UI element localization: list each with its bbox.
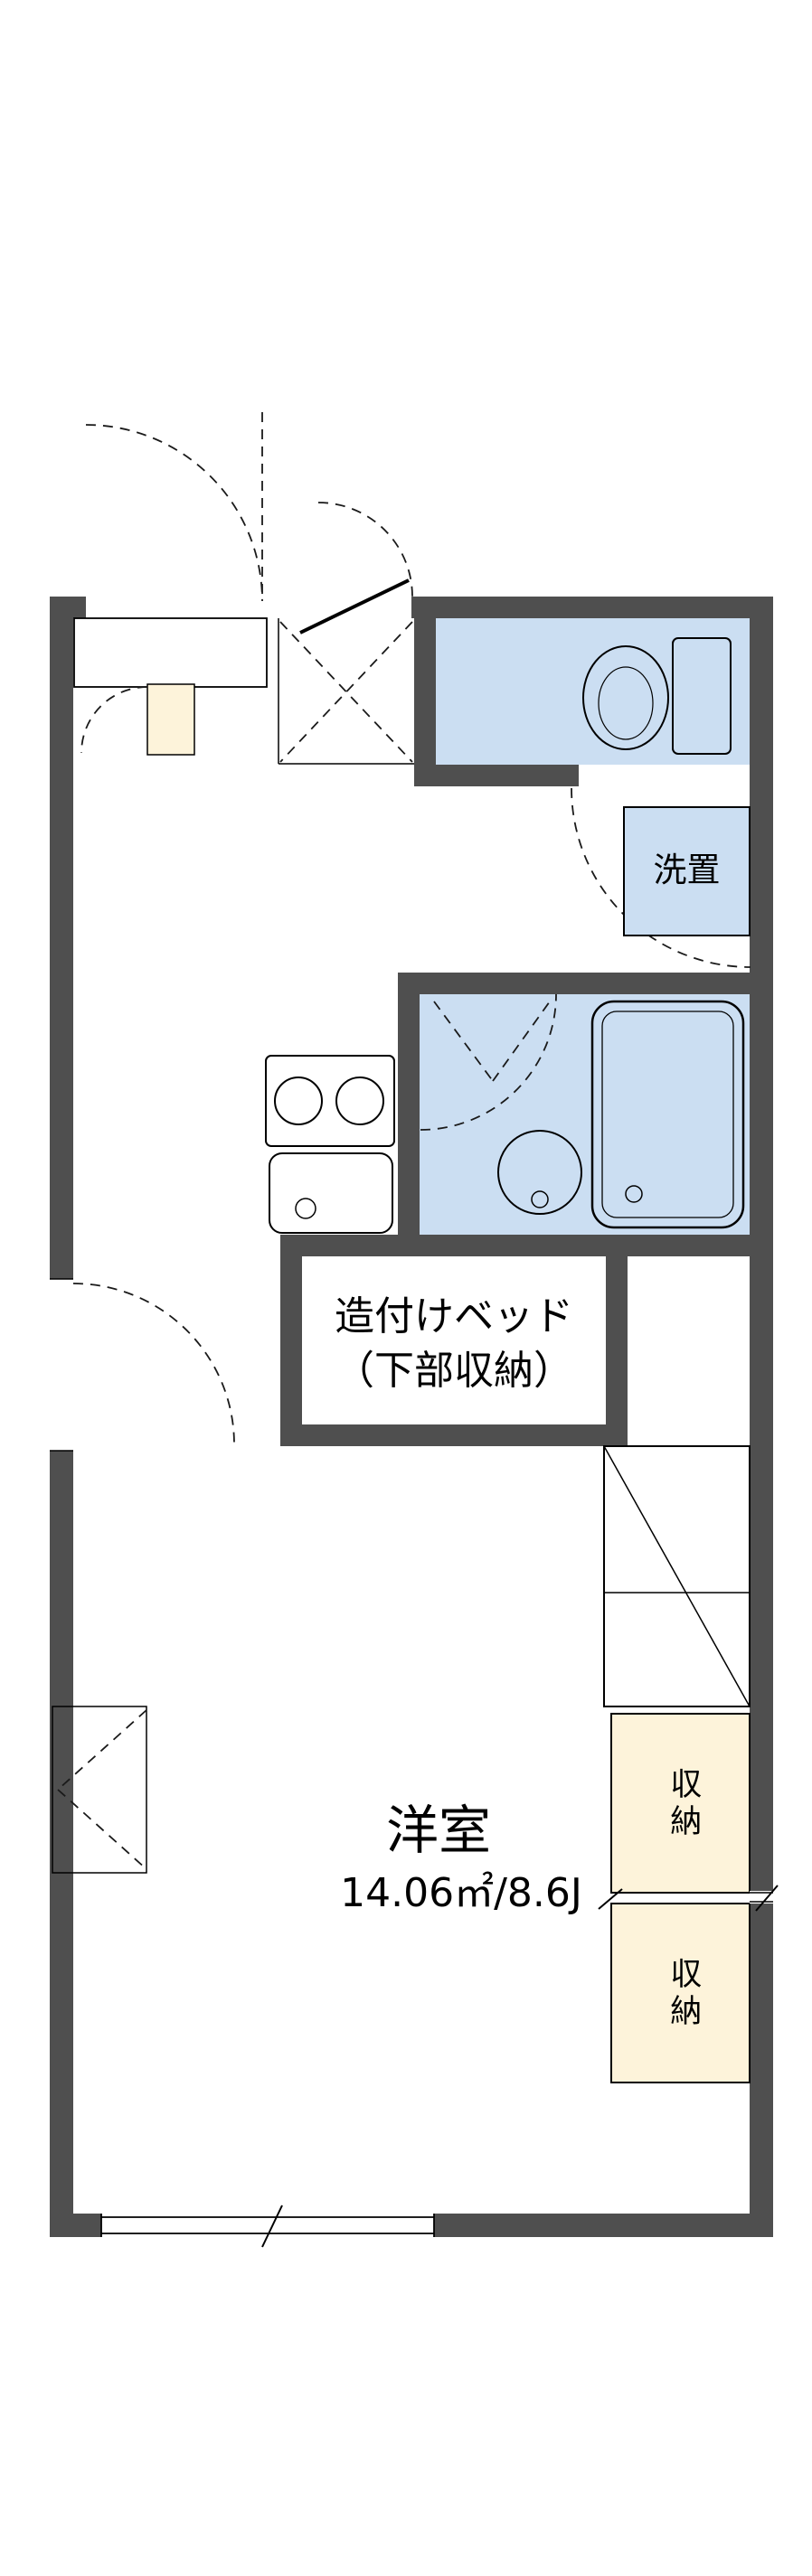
stove-burner-right xyxy=(335,1076,384,1125)
entrance-cross-mark-icon xyxy=(279,621,413,763)
entry-toilet-divider-wall xyxy=(414,597,436,786)
entrance-cross-mark-icon xyxy=(279,621,413,763)
refrigerator-space-diagonal xyxy=(603,1445,751,1707)
wash-basin-icon xyxy=(497,1130,582,1215)
closets xyxy=(598,1713,779,2083)
equipment-box-dashed-arrow xyxy=(57,1789,147,1870)
equipment-box xyxy=(52,1706,147,1874)
bathtub-inner xyxy=(601,1011,734,1218)
toilet-bowl-inner xyxy=(598,666,654,740)
bathroom-left-wall xyxy=(398,994,420,1256)
top-wall-main xyxy=(411,597,773,618)
wash-basin-drain xyxy=(531,1190,549,1208)
bed-room-bottom-wall xyxy=(280,1424,628,1446)
refrigerator-space-icon xyxy=(603,1445,751,1707)
bathtub-icon xyxy=(590,1000,745,1229)
bathtub-drain xyxy=(625,1185,643,1203)
right-wall xyxy=(750,597,773,2237)
door-swing-arc-icon xyxy=(80,686,148,754)
left-wall-upper xyxy=(50,597,73,1279)
door-swing-arc-icon xyxy=(85,424,263,602)
sink-drain xyxy=(295,1198,316,1219)
top-wall-left-stub xyxy=(50,597,86,618)
refrigerator-space xyxy=(603,1445,751,1707)
toilet-room xyxy=(436,618,751,968)
built-in-bed-label-line2: （下部収納） xyxy=(335,1348,573,1394)
bed-room-top-wall xyxy=(280,1235,773,1256)
walls xyxy=(50,597,773,2237)
equipment-box-dashed-arrow xyxy=(57,1709,147,1791)
toilet-icon xyxy=(582,645,669,750)
laundry-space xyxy=(623,806,751,936)
bathroom xyxy=(420,993,750,1235)
room-name-label: 洋室 xyxy=(385,1800,491,1861)
door-swing-arc-icon xyxy=(317,502,413,597)
built-in-bed-label-line1: 造付けベッド xyxy=(335,1293,573,1340)
toilet-tank xyxy=(672,637,732,755)
kitchen xyxy=(265,1055,395,1234)
wall-break-gap xyxy=(750,1891,773,1904)
room-size-label: 14.06㎡/8.6J xyxy=(340,1870,582,1916)
entry-storage-box xyxy=(146,683,195,756)
left-wall-lower xyxy=(50,1451,73,2237)
closet-lower-label: 収納 xyxy=(665,1957,702,2031)
bathroom-top-wall xyxy=(398,973,773,994)
laundry-label: 洗置 xyxy=(653,851,721,889)
entrance xyxy=(73,412,414,765)
toilet-floor xyxy=(436,618,750,765)
kitchen-sink-icon xyxy=(269,1152,393,1234)
break-tick-mark xyxy=(598,1888,623,1910)
closet-upper-box xyxy=(610,1713,751,1894)
bed-room-left-wall xyxy=(280,1256,302,1446)
bed-room-right-wall xyxy=(606,1256,628,1424)
break-tick-mark xyxy=(755,1885,779,1912)
bathroom-floor xyxy=(420,994,750,1235)
toilet-bottom-wall xyxy=(414,765,579,786)
stove-burner-left xyxy=(274,1076,323,1125)
laundry-box xyxy=(623,806,751,936)
western-room xyxy=(52,1283,435,2248)
entry-door-leaf xyxy=(299,578,410,635)
two-burner-stove-icon xyxy=(265,1055,395,1147)
door-swing-arc-icon xyxy=(420,993,557,1131)
shoe-cabinet xyxy=(73,617,268,688)
break-tick-mark xyxy=(261,2205,283,2248)
door-swing-arc-icon xyxy=(72,1283,235,1445)
closet-upper-label: 収納 xyxy=(665,1767,702,1841)
closet-lower-box xyxy=(610,1903,751,2083)
